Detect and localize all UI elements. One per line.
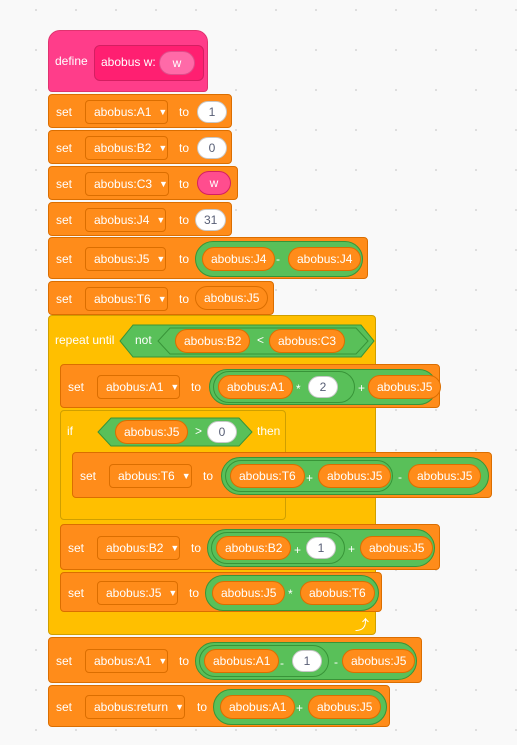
set-b2-expr-block[interactable]: set abobus:B2▼ to abobus:B2 + 1 + abobus… — [60, 524, 440, 570]
var-reporter[interactable]: abobus:J5 — [342, 649, 416, 673]
subtract-operator[interactable]: abobus:J4 - abobus:J4 — [195, 241, 363, 277]
var-reporter[interactable]: abobus:J5 — [408, 464, 482, 488]
add-operator[interactable]: abobus:B2 + 1 — [211, 532, 345, 564]
var-reporter[interactable]: abobus:J4 — [202, 247, 276, 271]
define-label: define — [55, 54, 88, 68]
caret-down-icon: ▼ — [156, 215, 166, 225]
value-input[interactable]: 2 — [308, 376, 338, 398]
set-t6-expr-block[interactable]: set abobus:T6▼ to abobus:T6 + abobus:J5 … — [72, 452, 492, 498]
add-operator[interactable]: abobus:A1 + abobus:J5 — [213, 689, 387, 725]
caret-down-icon: ▼ — [168, 588, 178, 598]
caret-down-icon: ▼ — [175, 702, 184, 712]
var-reporter[interactable]: abobus:J5 — [360, 536, 434, 560]
subtract-operator[interactable]: abobus:A1 - 1 - abobus:J5 — [195, 642, 417, 680]
set-a1-final-block[interactable]: set abobus:A1▼ to abobus:A1 - 1 - abobus… — [48, 637, 422, 683]
value-input[interactable]: 1 — [292, 650, 322, 672]
var-reporter[interactable]: abobus:T6 — [300, 581, 375, 605]
set-a1-block[interactable]: set abobus:A1▼ to 1 — [48, 94, 232, 128]
add-operator[interactable]: abobus:A1 * 2 + abobus:J5 — [209, 369, 442, 405]
caret-down-icon: ▼ — [158, 107, 168, 117]
variable-dropdown[interactable]: abobus:J5▼ — [97, 581, 179, 605]
var-reporter[interactable]: abobus:A1 — [218, 375, 294, 399]
add-operator[interactable]: abobus:T6 + abobus:J5 — [225, 460, 393, 492]
value-input[interactable]: 1 — [306, 537, 336, 559]
variable-dropdown[interactable]: abobus:return▼ — [85, 695, 185, 719]
caret-down-icon: ▼ — [159, 179, 168, 189]
set-c3-block[interactable]: set abobus:C3▼ to w — [48, 166, 238, 200]
add-operator[interactable]: abobus:B2 + 1 + abobus:J5 — [207, 529, 435, 567]
variable-dropdown[interactable]: abobus:T6▼ — [109, 464, 192, 488]
caret-down-icon: ▼ — [157, 294, 167, 304]
var-reporter[interactable]: abobus:J5 — [368, 375, 442, 399]
set-return-block[interactable]: set abobus:return▼ to abobus:A1 + abobus… — [48, 685, 390, 727]
procedure-name: abobus w: — [101, 55, 156, 69]
variable-dropdown[interactable]: abobus:A1▼ — [85, 649, 169, 673]
value-input[interactable]: 1 — [197, 101, 227, 123]
set-b2-block[interactable]: set abobus:B2▼ to 0 — [48, 130, 232, 164]
var-reporter[interactable]: abobus:J5 — [115, 420, 189, 444]
value-input[interactable]: 0 — [207, 421, 237, 443]
var-reporter[interactable]: abobus:J5 — [318, 464, 392, 488]
variable-dropdown[interactable]: abobus:C3▼ — [85, 172, 169, 196]
variable-dropdown[interactable]: abobus:A1▼ — [85, 100, 169, 124]
caret-down-icon: ▼ — [158, 656, 168, 666]
caret-down-icon: ▼ — [158, 143, 168, 153]
caret-down-icon: ▼ — [156, 254, 166, 264]
procedure-prototype[interactable]: abobus w: w — [94, 45, 204, 81]
var-reporter[interactable]: abobus:A1 — [204, 649, 280, 673]
caret-down-icon: ▼ — [181, 471, 191, 481]
var-reporter[interactable]: abobus:J4 — [288, 247, 362, 271]
var-reporter[interactable]: abobus:J5 — [308, 695, 382, 719]
set-a1-expr-block[interactable]: set abobus:A1▼ to abobus:A1 * 2 + abobus… — [60, 364, 442, 408]
caret-down-icon: ▼ — [170, 382, 180, 392]
subtract-operator[interactable]: abobus:A1 - 1 — [199, 645, 329, 677]
var-reporter[interactable]: abobus:B2 — [216, 536, 292, 560]
var-reporter[interactable]: abobus:T6 — [230, 464, 305, 488]
variable-dropdown[interactable]: abobus:B2▼ — [97, 536, 181, 560]
set-j5-block[interactable]: set abobus:J5▼ to abobus:J4 - abobus:J4 — [48, 237, 368, 279]
variable-dropdown[interactable]: abobus:T6▼ — [85, 287, 168, 311]
multiply-operator[interactable]: abobus:A1 * 2 — [213, 371, 355, 403]
value-input[interactable]: 31 — [195, 209, 227, 231]
var-reporter[interactable]: abobus:A1 — [220, 695, 296, 719]
caret-down-icon: ▼ — [170, 543, 180, 553]
loop-arrow-icon: ⤴ — [355, 617, 369, 633]
variable-dropdown[interactable]: abobus:J5▼ — [85, 247, 167, 271]
procedure-param-w[interactable]: w — [159, 51, 195, 75]
multiply-operator[interactable]: abobus:J5 * abobus:T6 — [205, 575, 379, 611]
set-j5-expr-block[interactable]: set abobus:J5▼ to abobus:J5 * abobus:T6 — [60, 572, 382, 612]
variable-dropdown[interactable]: abobus:A1▼ — [97, 375, 181, 399]
subtract-operator[interactable]: abobus:T6 + abobus:J5 - abobus:J5 — [221, 457, 489, 495]
define-block[interactable]: define abobus w: w — [48, 30, 208, 92]
var-reporter[interactable]: abobus:J5 — [212, 581, 286, 605]
var-reporter[interactable]: abobus:C3 — [269, 329, 346, 353]
var-reporter[interactable]: abobus:B2 — [175, 329, 251, 353]
value-input[interactable]: 0 — [197, 137, 227, 159]
variable-dropdown[interactable]: abobus:B2▼ — [85, 136, 169, 160]
set-t6-block[interactable]: set abobus:T6▼ to abobus:J5 — [48, 281, 274, 315]
param-w-reporter[interactable]: w — [197, 171, 231, 195]
set-j4-block[interactable]: set abobus:J4▼ to 31 — [48, 202, 232, 236]
var-reporter[interactable]: abobus:J5 — [195, 286, 269, 310]
variable-dropdown[interactable]: abobus:J4▼ — [85, 208, 167, 232]
